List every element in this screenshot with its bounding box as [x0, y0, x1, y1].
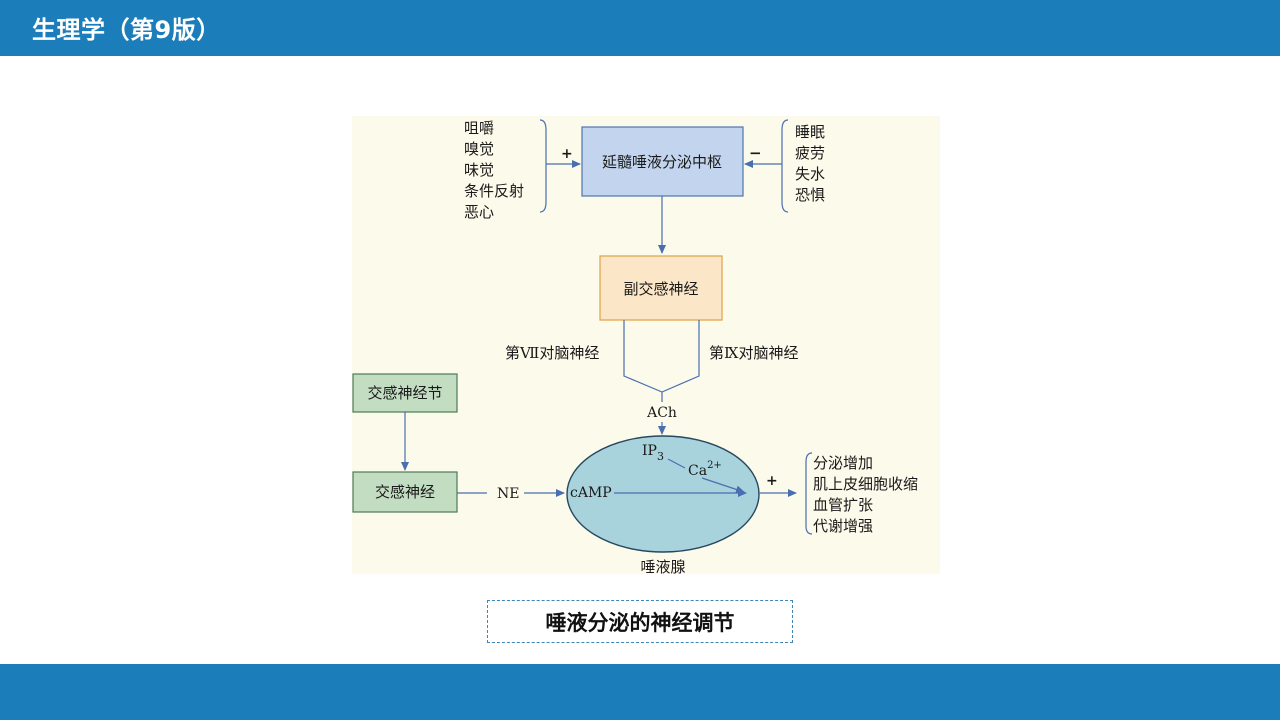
- parasympathetic-box: [599, 255, 723, 321]
- right-bracket: [781, 119, 789, 213]
- ach-label: ACh: [646, 405, 677, 421]
- parasympathetic-label: 副交感神经: [623, 280, 698, 298]
- ip3-label: IP3: [642, 443, 664, 463]
- ne-label: NE: [497, 486, 519, 502]
- effect-sign: +: [766, 473, 778, 489]
- sympathetic-nerve-label: 交感神经: [375, 483, 435, 501]
- cranial-nerves-path: [623, 320, 700, 393]
- book-title: 生理学（第9版）: [32, 16, 221, 44]
- figure-caption: 唾液分泌的神经调节: [487, 600, 793, 643]
- stimulus-label: 味觉: [464, 161, 494, 179]
- salivary-regulation-diagram: 咀嚼 嗅觉 味觉 条件反射 恶心 + 延髓唾液分泌中枢 − 睡眠 疲劳 失水 恐…: [352, 116, 940, 574]
- effects-bracket: [805, 452, 813, 535]
- ip3-to-ca-line: [667, 458, 686, 469]
- stimulus-label: 嗅觉: [464, 140, 494, 158]
- effect-label: 肌上皮细胞收缩: [813, 475, 918, 493]
- camp-label: cAMP: [570, 485, 612, 501]
- ca-label: Ca2+: [688, 460, 722, 479]
- stimulus-label: 条件反射: [464, 182, 524, 200]
- inhibitory-sign: −: [749, 144, 762, 162]
- sympathetic-ganglion-label: 交感神经节: [367, 384, 442, 402]
- effects-list: 分泌增加 肌上皮细胞收缩 血管扩张 代谢增强: [813, 454, 918, 535]
- header-bar: 生理学（第9版）: [0, 0, 1280, 56]
- stimulus-label: 咀嚼: [464, 119, 494, 137]
- medulla-salivary-center-label: 延髓唾液分泌中枢: [602, 153, 722, 171]
- stimulus-label: 失水: [795, 165, 825, 183]
- sympathetic-nerve-box: [352, 471, 458, 513]
- left-stimuli-list: 咀嚼 嗅觉 味觉 条件反射 恶心: [464, 119, 524, 221]
- salivary-gland-label: 唾液腺: [640, 558, 685, 574]
- effect-label: 分泌增加: [813, 454, 873, 472]
- stimulus-label: 恐惧: [795, 186, 825, 204]
- footer-bar: [0, 664, 1280, 720]
- stimulus-label: 疲劳: [795, 144, 825, 162]
- effect-label: 代谢增强: [813, 517, 873, 535]
- sympathetic-ganglion-box: [352, 373, 458, 413]
- nerve-ix-label: 第Ⅸ对脑神经: [709, 344, 798, 362]
- nerve-vii-label: 第Ⅶ对脑神经: [505, 344, 599, 362]
- effect-label: 血管扩张: [813, 496, 873, 514]
- left-bracket: [539, 119, 547, 213]
- right-stimuli-list: 睡眠 疲劳 失水 恐惧: [795, 123, 825, 204]
- excitatory-sign: +: [561, 146, 573, 162]
- stimulus-label: 恶心: [464, 203, 494, 221]
- stimulus-label: 睡眠: [795, 123, 825, 141]
- ca-to-effect-arrow: [701, 477, 745, 494]
- salivary-gland-cell: [566, 435, 760, 553]
- diagram-svg: 咀嚼 嗅觉 味觉 条件反射 恶心 + 延髓唾液分泌中枢 − 睡眠 疲劳 失水 恐…: [352, 119, 918, 574]
